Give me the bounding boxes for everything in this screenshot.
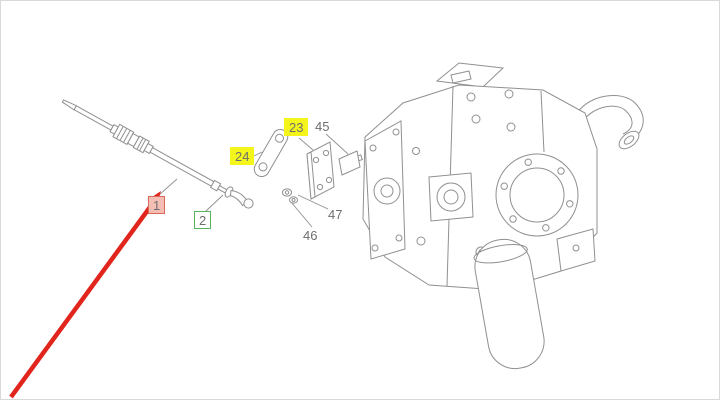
mounting-flange <box>364 120 406 260</box>
ball-joint-head <box>243 198 254 209</box>
callout-part-2[interactable]: 2 <box>194 211 212 229</box>
pump-assembly <box>338 62 644 370</box>
callout-part-45[interactable]: 45 <box>315 118 330 134</box>
callout-part-47[interactable]: 47 <box>328 206 343 222</box>
control-cable-assembly <box>61 99 254 209</box>
callout-part-1[interactable]: 1 <box>148 196 166 214</box>
pointer-arrow <box>9 191 161 399</box>
callout-part-24[interactable]: 24 <box>230 147 255 165</box>
callout-part-46[interactable]: 46 <box>303 227 318 243</box>
leader-lines <box>158 133 349 228</box>
oil-filter <box>473 238 545 370</box>
mount-tab <box>338 150 361 176</box>
washers-46-47 <box>281 188 298 204</box>
round-cover <box>495 153 579 237</box>
ball-joint-elbow <box>229 189 249 207</box>
plate-part-23 <box>306 141 335 200</box>
callout-part-23[interactable]: 23 <box>284 118 309 136</box>
